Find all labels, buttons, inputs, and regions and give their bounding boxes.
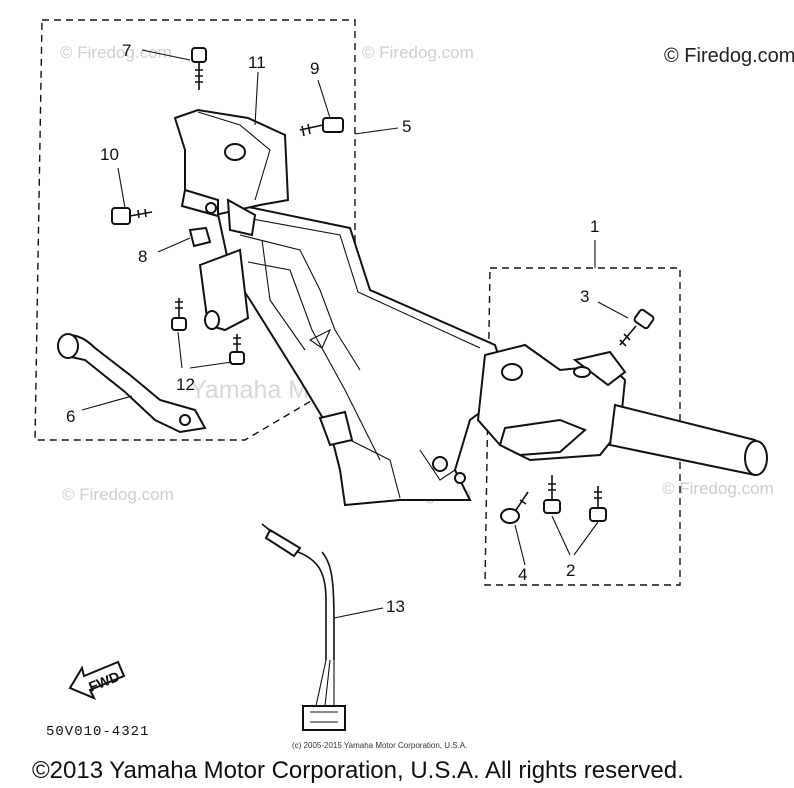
callout-8: 8 — [138, 247, 147, 266]
callout-1: 1 — [590, 217, 599, 236]
callout-7: 7 — [122, 41, 131, 60]
callout-2: 2 — [566, 561, 575, 580]
switch-wire — [261, 523, 346, 731]
small-copyright: (c) 2005-2015 Yamaha Motor Corporation, … — [292, 741, 467, 750]
right-switch-assembly — [476, 343, 768, 477]
callout-9: 9 — [310, 59, 319, 78]
callout-12: 12 — [176, 375, 195, 394]
callout-3: 3 — [580, 287, 589, 306]
group-box-right — [484, 267, 681, 586]
callout-4: 4 — [518, 565, 527, 584]
callout-6: 6 — [66, 407, 75, 426]
part-code: 50V010-4321 — [46, 724, 149, 740]
fasteners — [111, 47, 655, 524]
watermark-mid-left: © Firedog.com — [62, 485, 174, 504]
watermark-top-center: © Firedog.com — [362, 43, 474, 62]
callout-5: 5 — [402, 117, 411, 136]
callout-labels: 7 11 9 5 10 8 12 6 1 3 4 2 13 — [66, 41, 599, 616]
watermark-mid-right: © Firedog.com — [662, 479, 774, 498]
clutch-lever — [57, 333, 207, 434]
handlebar-frame — [198, 198, 512, 507]
leader-lines — [81, 49, 629, 619]
callout-13: 13 — [386, 597, 405, 616]
forward-arrow: FWD — [68, 660, 126, 700]
left-lever-holder — [173, 108, 290, 237]
callout-10: 10 — [100, 145, 119, 164]
footer-copyright: ©2013 Yamaha Motor Corporation, U.S.A. A… — [32, 757, 684, 784]
brand-mark: © Firedog.com — [664, 45, 794, 67]
callout-11: 11 — [248, 53, 266, 72]
watermark-top-left: © Firedog.com — [60, 43, 172, 62]
